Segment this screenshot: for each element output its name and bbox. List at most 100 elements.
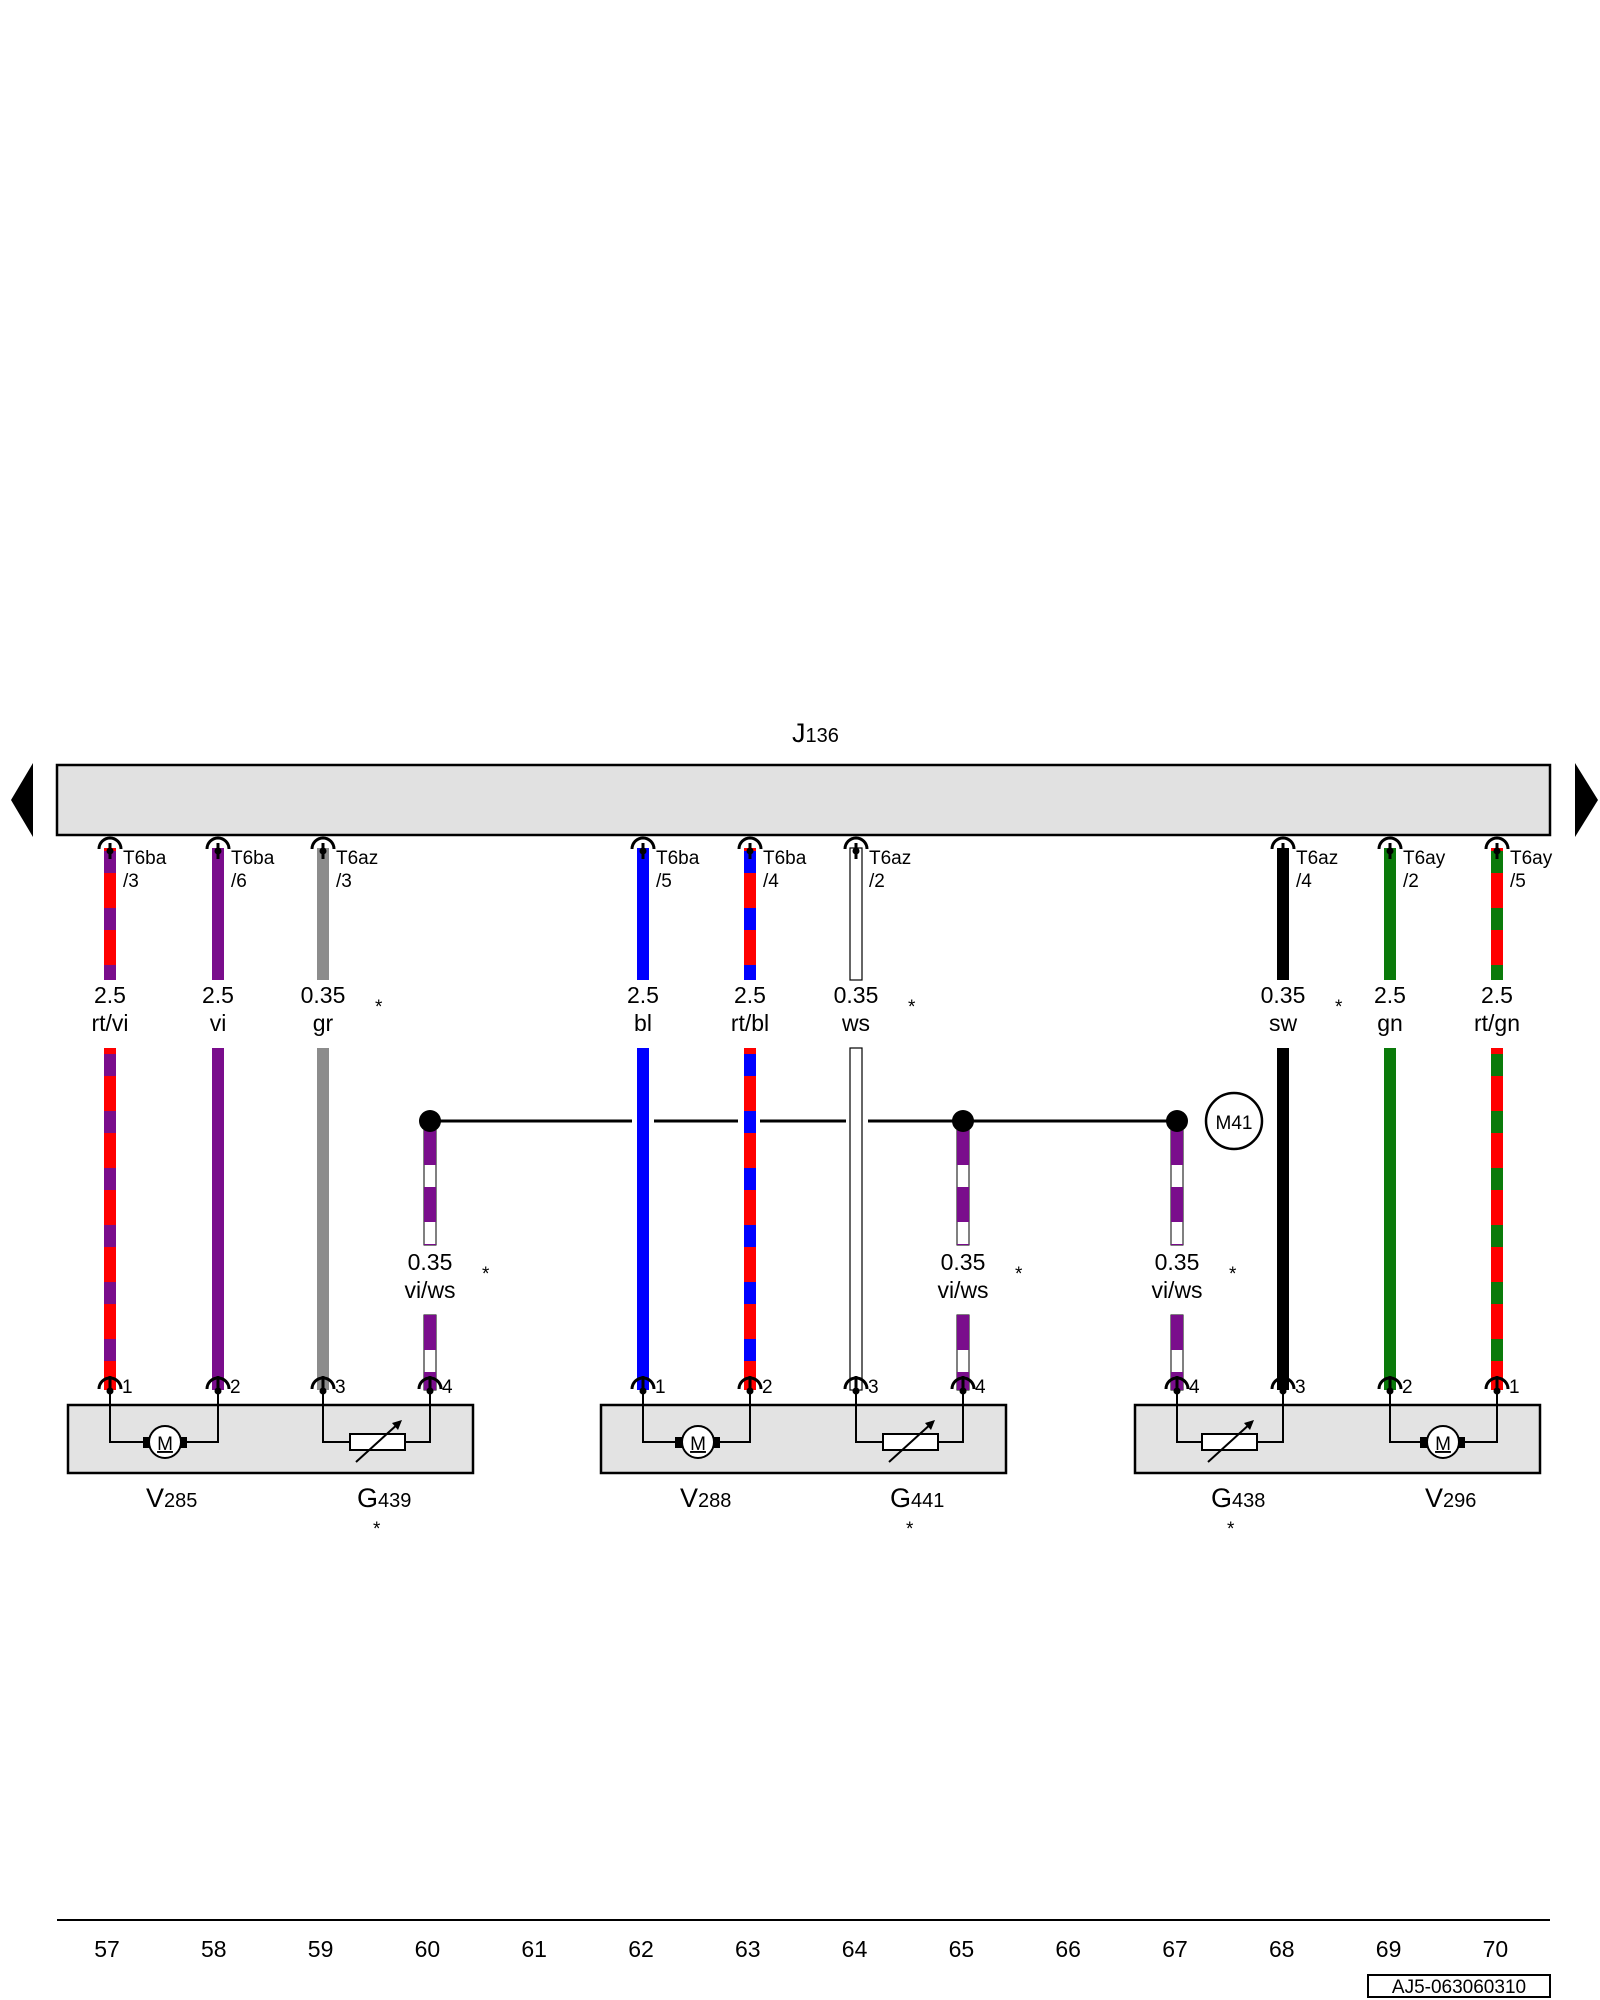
connector-pin-icon <box>630 836 656 861</box>
ground-point-label: M41 <box>1216 1113 1253 1134</box>
sensor-label: G438 <box>1211 1483 1265 1513</box>
module-pin-number: 2 <box>762 1377 773 1398</box>
ground-junction <box>1166 1110 1188 1132</box>
column-number: 64 <box>842 1936 868 1962</box>
motor-label: V296 <box>1425 1483 1476 1513</box>
svg-text:M: M <box>157 1434 173 1455</box>
connector-pin-icon <box>843 836 869 861</box>
connector-pin-icon <box>737 836 763 861</box>
svg-text:M: M <box>1435 1434 1451 1455</box>
column-number: 66 <box>1055 1936 1081 1962</box>
wire-size: 0.35 <box>1261 982 1306 1008</box>
connector-id: T6ba <box>123 848 167 869</box>
connector-id: T6ba <box>763 848 807 869</box>
wire-size: 0.35 <box>301 982 346 1008</box>
sensor-label: G441 <box>890 1483 944 1513</box>
module-pin-number: 2 <box>230 1377 241 1398</box>
right-continuation-arrow <box>1575 763 1598 837</box>
control-unit-label: J136 <box>792 718 839 748</box>
connector-id: T6ba <box>231 848 275 869</box>
module-pin-number: 1 <box>655 1377 666 1398</box>
module-pin-number: 4 <box>1189 1377 1200 1398</box>
asterisk-mark: * <box>908 997 916 1018</box>
wire-size: 2.5 <box>202 982 234 1008</box>
wire-size: 2.5 <box>734 982 766 1008</box>
wire-color-code: vi/ws <box>404 1277 455 1303</box>
connector-id: T6ba <box>656 848 700 869</box>
module-pin-number: 3 <box>1295 1377 1306 1398</box>
column-number: 58 <box>201 1936 227 1962</box>
module-pin-number: 1 <box>1509 1377 1520 1398</box>
wire-color-code: vi/ws <box>937 1277 988 1303</box>
svg-text:M: M <box>690 1434 706 1455</box>
module-pin-number: 4 <box>975 1377 986 1398</box>
connector-pin-icon <box>1270 836 1296 861</box>
control-unit-bar <box>55 763 1552 837</box>
connector-pin-icon <box>1377 836 1403 861</box>
asterisk-mark: * <box>373 1519 381 1540</box>
connector-pin: /3 <box>123 871 139 892</box>
connector-pin-icon <box>1484 836 1510 861</box>
wire-color-code: rt/gn <box>1474 1010 1520 1036</box>
reference-box <box>1367 1974 1551 1998</box>
wire-color-code: vi/ws <box>1151 1277 1202 1303</box>
connector-pin-icon <box>310 836 336 861</box>
connector-pin: /4 <box>1296 871 1312 892</box>
module-pin-number: 3 <box>335 1377 346 1398</box>
module-pin-number: 4 <box>442 1377 453 1398</box>
wire-color-code: sw <box>1269 1010 1298 1036</box>
wire-rt-gn: T6ay/52.5rt/gn1 <box>1474 836 1553 1398</box>
wire-bl: T6ba/5 2.5bl 1 <box>627 836 700 1398</box>
reference-number: AJ5-063060310 <box>1392 1977 1526 1998</box>
wire-color-code: bl <box>634 1010 652 1036</box>
ground-point-circle <box>1204 1091 1264 1151</box>
wire-size: 2.5 <box>627 982 659 1008</box>
column-number: 61 <box>521 1936 547 1962</box>
wire-color-code: rt/vi <box>91 1010 128 1036</box>
connector-pin-icon <box>205 836 231 861</box>
wire-color-code: ws <box>841 1010 870 1036</box>
asterisk-mark: * <box>906 1519 914 1540</box>
motor-icon <box>681 1425 715 1459</box>
column-number: 68 <box>1269 1936 1295 1962</box>
motor-icon <box>148 1425 182 1459</box>
wire-color-code: vi <box>210 1010 227 1036</box>
connector-pin: /5 <box>1510 871 1526 892</box>
connector-id: T6az <box>1296 848 1338 869</box>
motor-label: V285 <box>146 1483 197 1513</box>
asterisk-mark: * <box>482 1264 490 1285</box>
wire-size: 0.35 <box>408 1249 453 1275</box>
connector-id: T6ay <box>1403 848 1446 869</box>
wire-rt-vi: T6ba/3 2.5rt/vi 1 <box>91 836 167 1398</box>
connector-pin: /2 <box>1403 871 1419 892</box>
column-number: 63 <box>735 1936 761 1962</box>
wire-size: 0.35 <box>1155 1249 1200 1275</box>
connector-pin: /5 <box>656 871 672 892</box>
asterisk-mark: * <box>1227 1519 1235 1540</box>
wire-size: 2.5 <box>1481 982 1513 1008</box>
module-pin-number: 1 <box>122 1377 133 1398</box>
column-number: 65 <box>949 1936 975 1962</box>
wire-size: 2.5 <box>94 982 126 1008</box>
column-number: 70 <box>1483 1936 1509 1962</box>
ground-junction <box>419 1110 441 1132</box>
wire-size: 0.35 <box>834 982 879 1008</box>
left-continuation-arrow <box>11 763 33 837</box>
wire-color-code: gn <box>1377 1010 1403 1036</box>
sensor-label: G439 <box>357 1483 411 1513</box>
connector-pin: /2 <box>869 871 885 892</box>
wire-color-code: gr <box>313 1010 334 1036</box>
column-number: 67 <box>1162 1936 1188 1962</box>
column-number: 62 <box>628 1936 654 1962</box>
connector-pin: /3 <box>336 871 352 892</box>
asterisk-mark: * <box>1015 1264 1023 1285</box>
